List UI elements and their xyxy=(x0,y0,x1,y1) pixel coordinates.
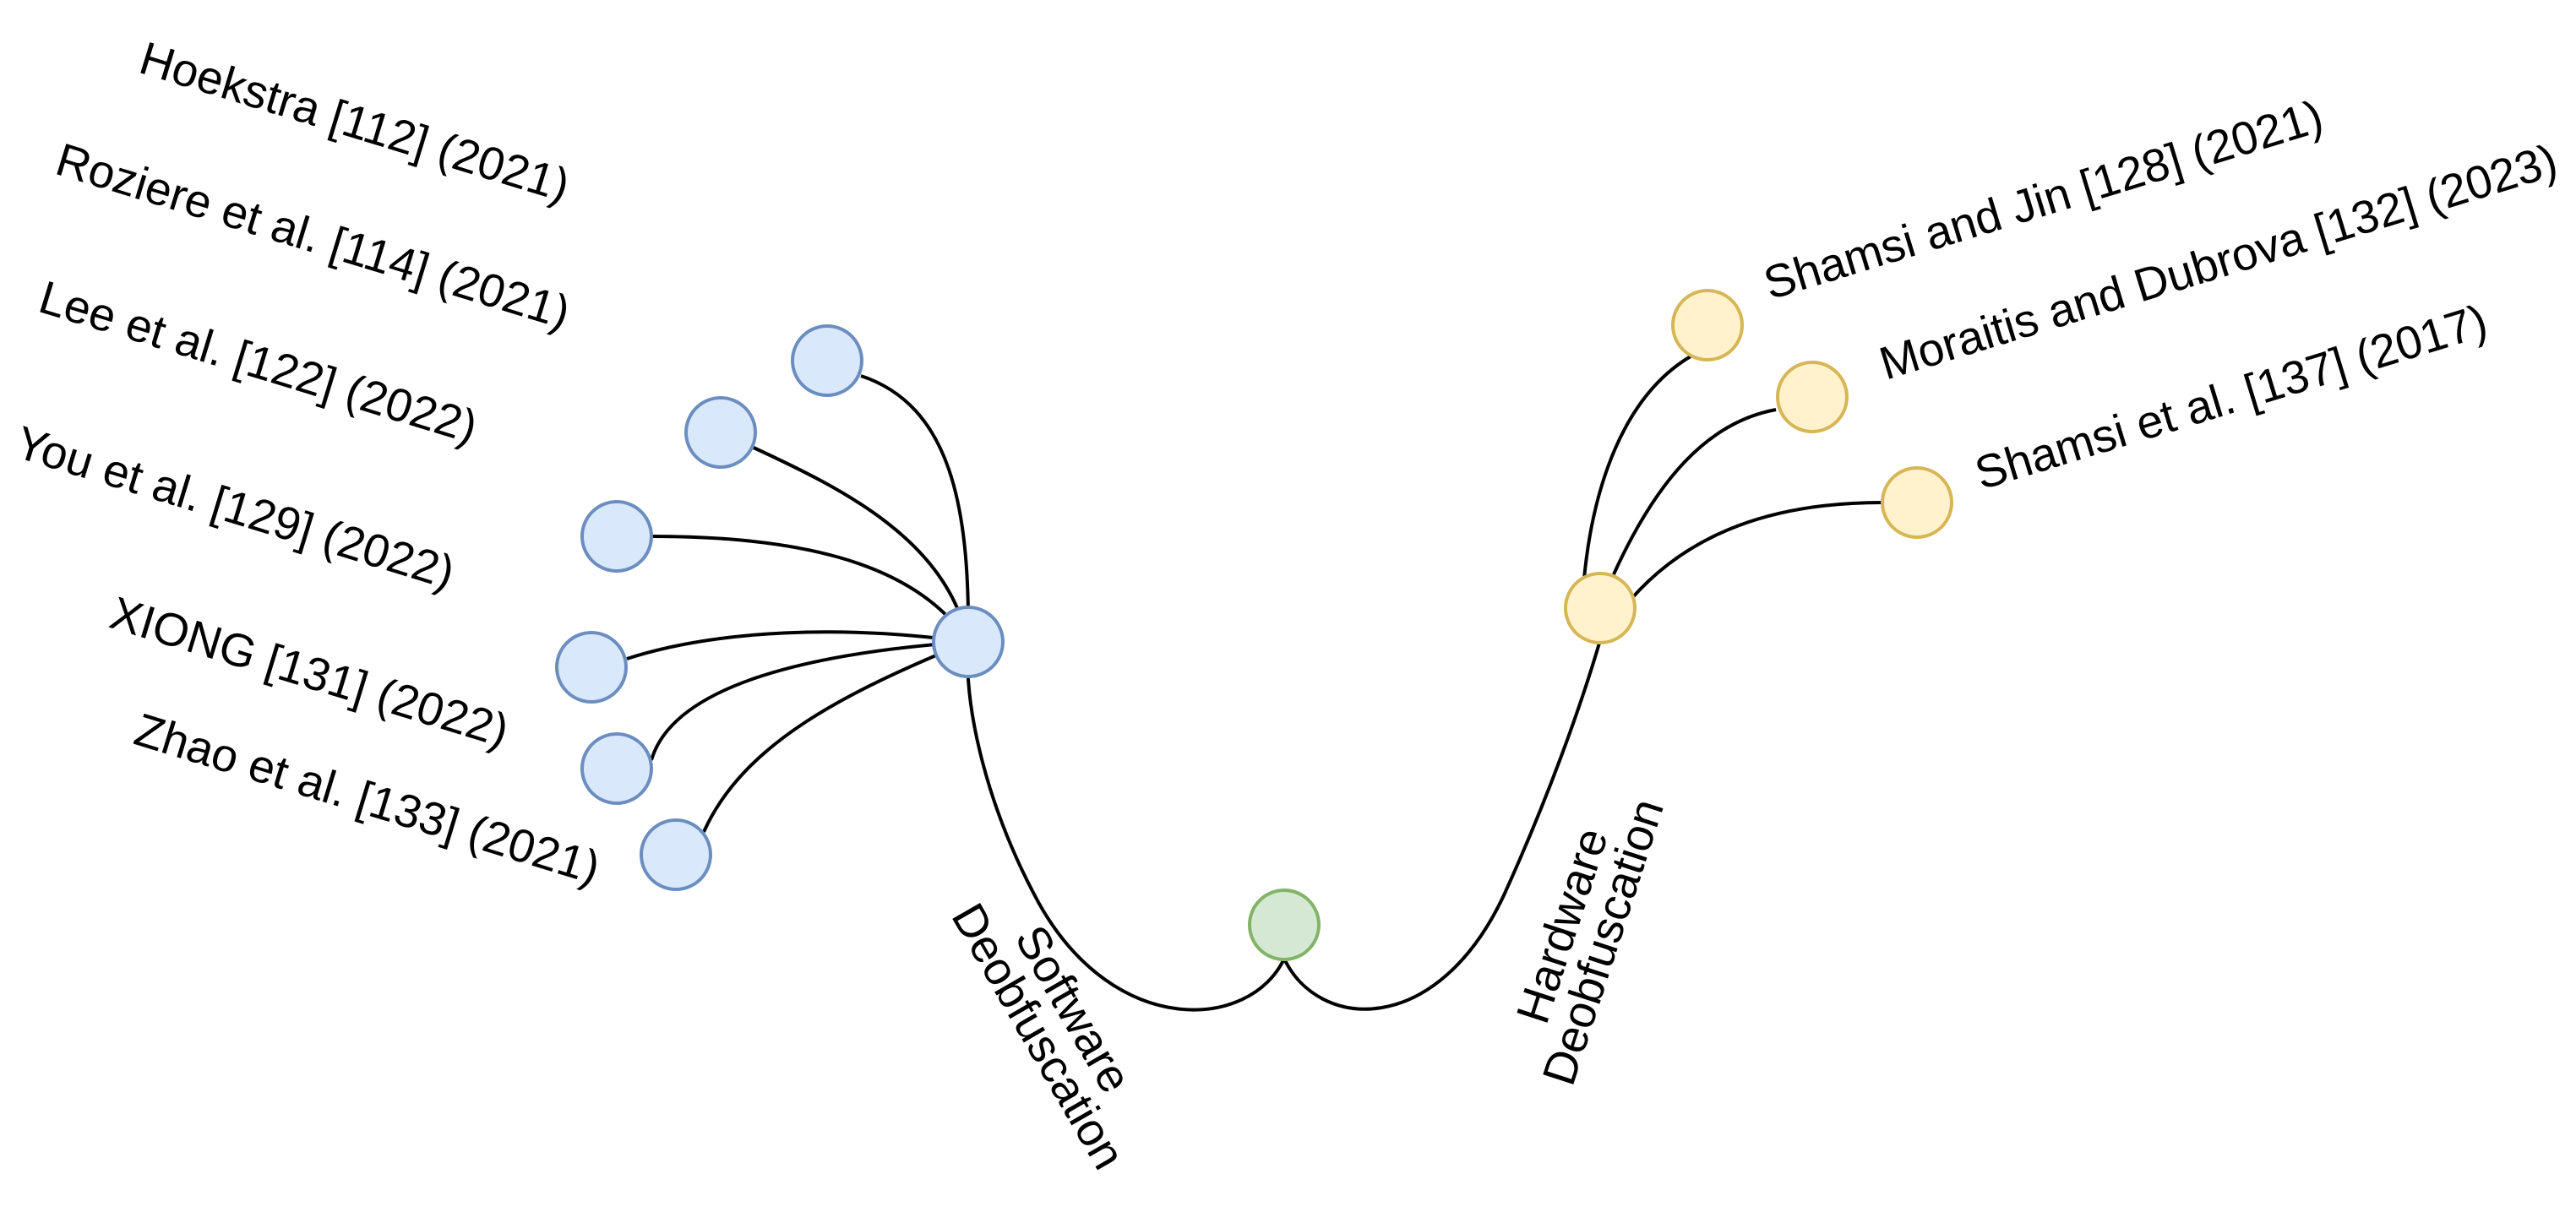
edge-software-to-work-4 xyxy=(626,630,969,660)
root-node xyxy=(1248,889,1321,961)
software-work-node-4 xyxy=(555,631,628,704)
hardware-work-labels: Shamsi and Jin [128] (2021) Moraitis and… xyxy=(1757,90,2562,499)
software-category-label: Software Deobfuscation xyxy=(942,894,1142,1178)
edge-software-to-work-2 xyxy=(753,446,970,643)
software-work-node-5 xyxy=(580,732,653,805)
edge-software-to-work-6 xyxy=(702,640,969,833)
hardware-hub-node xyxy=(1564,572,1637,644)
software-work-label-4: You et al. [129] (2022) xyxy=(9,416,460,599)
software-work-node-3 xyxy=(580,500,653,573)
edge-software-to-work-1 xyxy=(860,374,971,643)
software-work-label-3: Lee et al. [122] (2022) xyxy=(33,270,483,454)
hardware-work-node-2 xyxy=(1776,361,1849,433)
hardware-category-label: Hardware Deobfuscation xyxy=(1506,792,1674,1091)
edge-software-to-work-3 xyxy=(651,535,970,644)
edges xyxy=(626,355,1883,1012)
software-work-node-6 xyxy=(640,818,712,891)
hardware-work-node-3 xyxy=(1881,466,1953,539)
software-hub-node xyxy=(932,606,1005,678)
software-work-node-1 xyxy=(791,324,863,397)
edge-software-to-work-5 xyxy=(650,640,969,761)
edge-hardware-to-work-2 xyxy=(1612,408,1777,575)
hardware-work-node-1 xyxy=(1671,289,1744,361)
edge-hardware-to-work-1 xyxy=(1582,355,1692,579)
software-work-label-6: Zhao et al. [133] (2021) xyxy=(128,703,606,894)
edge-hardware-to-work-3 xyxy=(1629,501,1883,601)
edge-root-to-hardware xyxy=(1283,639,1602,1011)
category-labels: Software Deobfuscation Hardware Deobfusc… xyxy=(942,792,1674,1178)
software-work-node-2 xyxy=(684,396,757,469)
nodes xyxy=(555,289,1953,961)
software-work-labels: Hoekstra [112] (2021) Roziere et al. [11… xyxy=(9,31,606,894)
edge-root-to-software xyxy=(966,639,1286,1012)
